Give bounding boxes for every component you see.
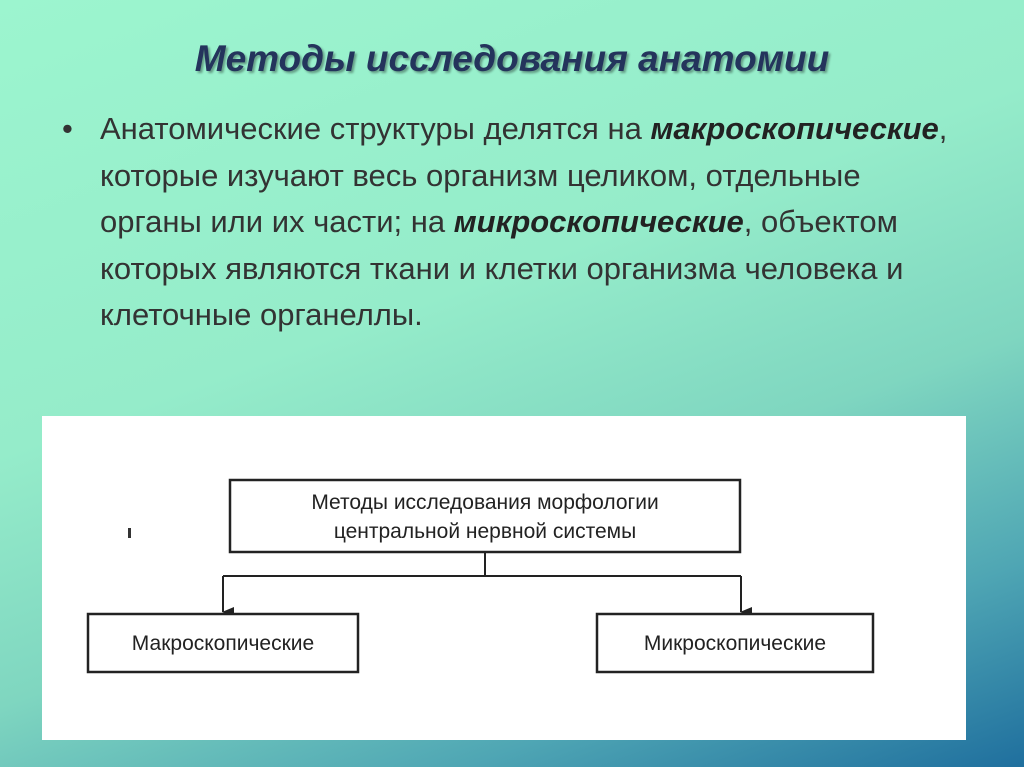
scan-mark <box>128 528 131 538</box>
top-box-line-2: центральной нервной системы <box>334 520 636 543</box>
left-box-label: Макроскопические <box>132 632 314 655</box>
bullet-dot: • <box>62 111 73 146</box>
bullet-text: Анатомические структуры делятся на макро… <box>100 106 960 339</box>
top-box-line-1: Методы исследования морфологии <box>311 491 658 514</box>
slide-title: Методы исследования анатомии <box>194 38 830 79</box>
right-box-label: Микроскопические <box>644 632 826 655</box>
diagram-svg: Методы исследования морфологии центральн… <box>86 478 875 674</box>
right-box <box>595 612 875 674</box>
emphasis-microscopic: микроскопические <box>453 204 744 239</box>
text-part-1: Анатомические структуры делятся на <box>100 111 651 146</box>
text-part-2: , которые изучают весь организм целиком,… <box>100 111 948 239</box>
text-part-3: , объектом которых являются ткани и клет… <box>100 204 904 332</box>
diagram-figure: Методы исследования морфологии центральн… <box>42 416 966 740</box>
emphasis-macroscopic: макроскопические <box>650 111 939 146</box>
left-box <box>86 612 360 674</box>
